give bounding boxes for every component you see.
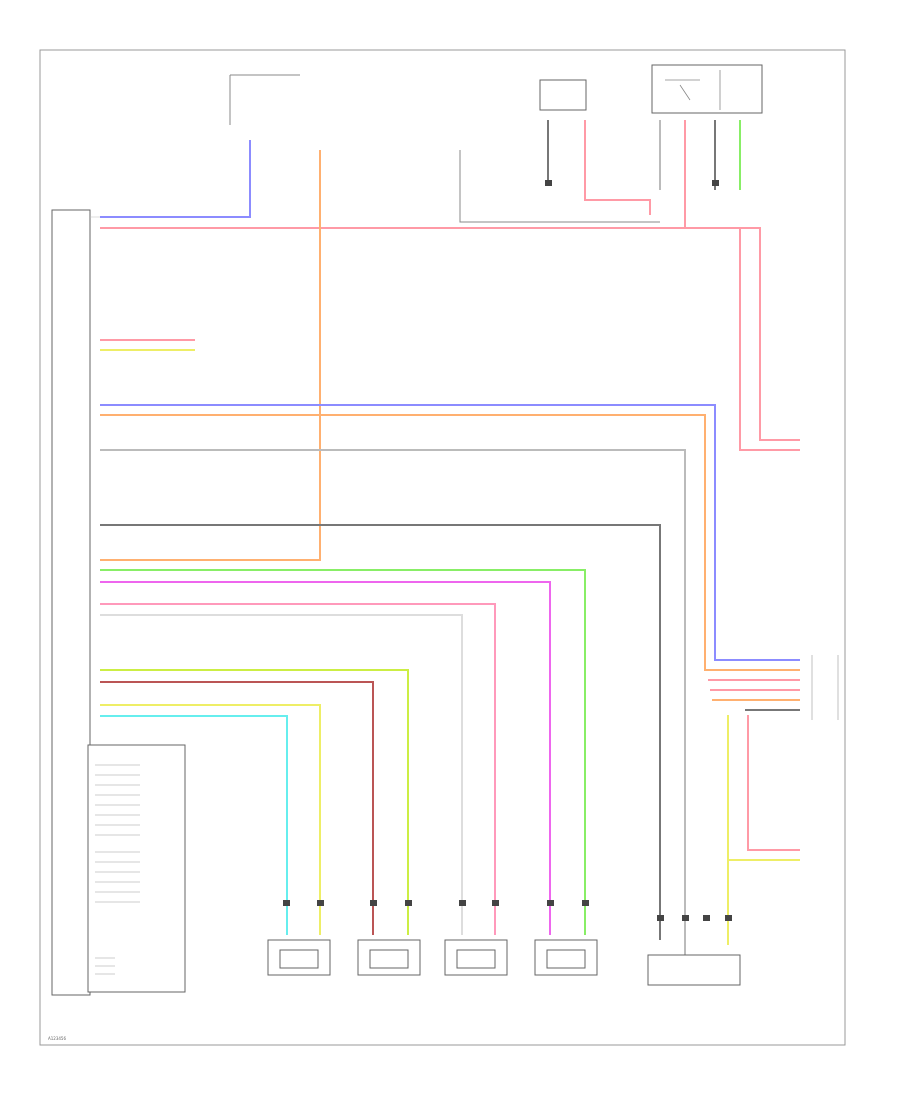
sensor-submodule-lines xyxy=(95,764,140,975)
wire-blue-main xyxy=(100,404,800,661)
sensor-submodule xyxy=(87,744,186,993)
wire-brown xyxy=(100,681,374,935)
wire-yellow xyxy=(100,704,321,935)
diagram-code: A123456 xyxy=(48,1036,66,1041)
wire-cyan xyxy=(100,715,288,935)
wire-green-main xyxy=(100,569,586,935)
right-connector-bracket xyxy=(811,655,839,720)
wire-gray-main xyxy=(100,524,661,940)
sensor-box-4 xyxy=(534,939,598,976)
wire-lightgray-main xyxy=(100,449,686,960)
wire-orange-top xyxy=(100,150,321,561)
wire-right-bundle xyxy=(708,679,800,945)
bottom-connector-box xyxy=(647,954,741,986)
wire-lightgray-2 xyxy=(100,614,463,935)
top-fuse-block-1 xyxy=(539,79,587,111)
sensor-box-3 xyxy=(444,939,508,976)
sensor-box-1 xyxy=(267,939,331,976)
top-reference-lines xyxy=(229,74,660,223)
main-module xyxy=(51,209,91,996)
wire-small-red-yellow xyxy=(100,339,195,351)
connector-markers xyxy=(283,180,732,921)
diagram-border xyxy=(39,49,846,1046)
wire-pink-main xyxy=(100,603,496,935)
wire-lime xyxy=(100,669,409,935)
wire-magenta-main xyxy=(100,581,551,935)
wire-red-top xyxy=(100,120,800,451)
top-drops xyxy=(547,120,741,190)
top-relay-block xyxy=(651,64,763,114)
top-relay-internals xyxy=(665,70,721,110)
wire-blue-top xyxy=(100,140,251,218)
wire-orange-main xyxy=(100,414,800,671)
sensor-box-2 xyxy=(357,939,421,976)
